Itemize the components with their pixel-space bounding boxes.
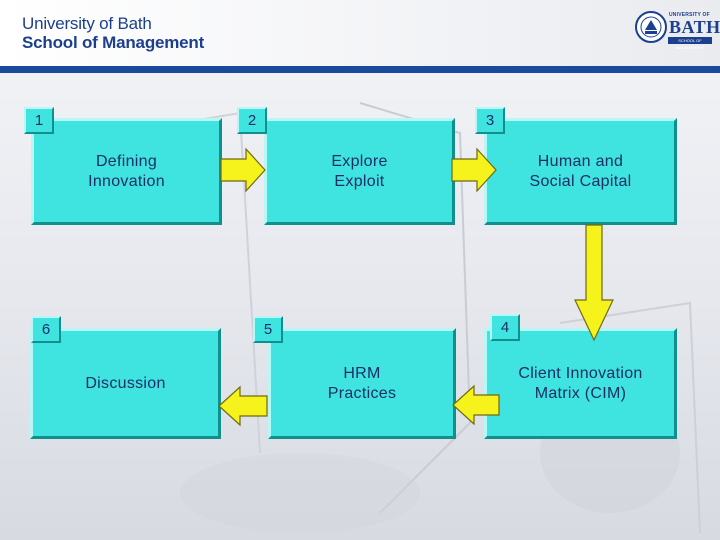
step-label: HRM Practices: [327, 364, 397, 402]
step-box-discussion: Discussion: [30, 328, 221, 439]
step-label: Defining Innovation: [88, 152, 165, 190]
arrow-down-icon: [574, 224, 614, 342]
school-name: School of Management: [22, 33, 205, 52]
step-number-1: 1: [24, 107, 54, 134]
university-logo: UNIVERSITY OF BATH SCHOOL OF MANAGEMENT: [634, 8, 720, 50]
step-label: Client Innovation Matrix (CIM): [518, 364, 643, 402]
arrow-right-icon: [220, 147, 266, 193]
step-label: Human and Social Capital: [529, 152, 632, 190]
step-label: Explore Exploit: [331, 152, 388, 190]
step-number-3: 3: [475, 107, 505, 134]
arrow-right-icon: [451, 147, 497, 193]
step-box-explore-exploit: Explore Exploit: [264, 118, 455, 225]
step-box-client-innovation-matrix: Client Innovation Matrix (CIM): [484, 328, 677, 439]
step-number-2: 2: [237, 107, 267, 134]
step-label: Discussion: [85, 374, 166, 392]
step-number-6: 6: [31, 316, 61, 343]
step-number-5: 5: [253, 316, 283, 343]
logo-bath: BATH: [669, 17, 720, 37]
logo-university: UNIVERSITY OF: [669, 12, 710, 18]
university-name: University of Bath: [22, 14, 152, 33]
header-bar: University of Bath School of Management …: [0, 0, 720, 66]
step-box-human-social-capital: Human and Social Capital: [484, 118, 677, 225]
arrow-left-icon: [218, 385, 268, 427]
step-box-defining-innovation: Defining Innovation: [31, 118, 222, 225]
arrow-left-icon: [452, 384, 500, 426]
step-box-hrm-practices: HRM Practices: [268, 328, 456, 439]
header-rule: [0, 66, 720, 73]
crest-icon: [635, 11, 667, 43]
step-number-4: 4: [490, 314, 520, 341]
logo-school: SCHOOL OF MANAGEMENT: [668, 37, 712, 50]
